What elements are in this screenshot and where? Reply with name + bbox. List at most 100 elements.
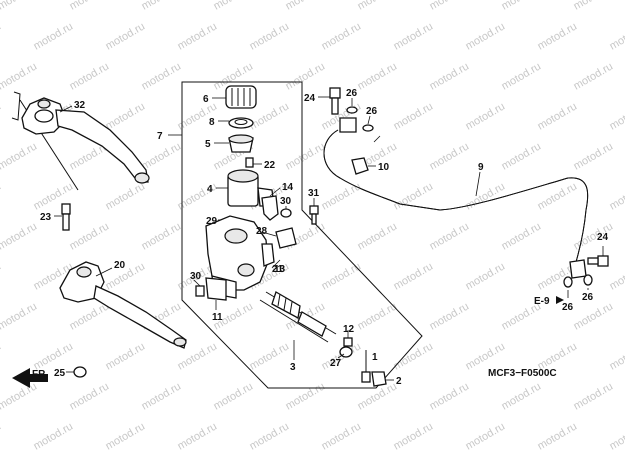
- pushrod-1: [361, 350, 371, 383]
- watermark-text-141: motod.ru: [608, 420, 625, 452]
- reference-arrow: [556, 296, 564, 304]
- watermark-text-58: motod.ru: [140, 140, 184, 172]
- watermark-text-122: motod.ru: [0, 380, 39, 412]
- diaphragm-5: [214, 134, 254, 153]
- watermark-text-27: motod.ru: [320, 20, 364, 52]
- bolt-31: [309, 198, 319, 225]
- watermark-text-22: motod.ru: [0, 20, 3, 52]
- washer-26-lower-b: [583, 274, 593, 290]
- callout-21: 21: [272, 264, 284, 275]
- watermark-text-51: motod.ru: [464, 100, 508, 132]
- watermark-text-16: motod.ru: [284, 0, 328, 13]
- callout-31: 31: [308, 188, 320, 199]
- watermark-text-119: motod.ru: [608, 340, 625, 372]
- watermark-text-36: motod.ru: [140, 60, 184, 92]
- watermark-text-85: motod.ru: [500, 220, 544, 252]
- holder-28: [261, 227, 297, 249]
- callout-13: 13: [274, 264, 286, 275]
- watermark-text-125: motod.ru: [212, 380, 256, 412]
- callout-6: 6: [203, 94, 209, 105]
- bolt-30: [280, 206, 292, 218]
- watermark-text-26: motod.ru: [248, 20, 292, 52]
- watermark-text-14: motod.ru: [140, 0, 184, 13]
- banjo-fitting-lower: [569, 259, 587, 279]
- clip-10: [351, 157, 376, 175]
- washer-26-upper-b: [362, 115, 374, 132]
- watermark-text-62: motod.ru: [428, 140, 472, 172]
- watermark-text-138: motod.ru: [392, 420, 436, 452]
- washer-26-upper-a: [346, 98, 358, 114]
- watermark-text-30: motod.ru: [536, 20, 580, 52]
- watermark-text-24: motod.ru: [104, 20, 148, 52]
- watermark-text-100: motod.ru: [0, 300, 39, 332]
- watermark-text-135: motod.ru: [176, 420, 220, 452]
- watermark-text-68: motod.ru: [104, 180, 148, 212]
- callout-30-upper: 30: [280, 196, 292, 207]
- callout-25: 25: [54, 368, 66, 379]
- clutch-hose-9: [323, 129, 589, 263]
- watermark-text-95: motod.ru: [464, 260, 508, 292]
- callout-24-upper: 24: [304, 93, 316, 104]
- watermark-text-41: motod.ru: [500, 60, 544, 92]
- callout-23: 23: [40, 212, 52, 223]
- callout-11: 11: [212, 312, 223, 323]
- watermark-text-35: motod.ru: [68, 60, 112, 92]
- watermark-text-106: motod.ru: [428, 300, 472, 332]
- watermark-text-60: motod.ru: [284, 140, 328, 172]
- watermark-text-18: motod.ru: [428, 0, 472, 13]
- banjo-bolt-24-upper: [318, 87, 341, 115]
- callout-12: 12: [343, 324, 355, 335]
- callout-14: 14: [282, 182, 294, 193]
- watermark-text-93: motod.ru: [320, 260, 364, 292]
- watermark-text-78: motod.ru: [0, 220, 39, 252]
- watermark-text-126: motod.ru: [284, 380, 328, 412]
- callout-26-lower-b: 26: [582, 292, 594, 303]
- callout-26-upper-b: 26: [366, 106, 378, 117]
- banjo-bolt-24-lower: [587, 246, 609, 267]
- watermark-text-46: motod.ru: [104, 100, 148, 132]
- watermark-text-133: motod.ru: [32, 420, 76, 452]
- watermark-text-34: motod.ru: [0, 60, 39, 92]
- watermark-text-134: motod.ru: [104, 420, 148, 452]
- watermark-text-73: motod.ru: [464, 180, 508, 212]
- screw-22: [245, 157, 262, 168]
- watermark-text-128: motod.ru: [428, 380, 472, 412]
- nut-25: [66, 366, 87, 378]
- callout-10: 10: [378, 162, 390, 173]
- callout-28: 28: [256, 226, 268, 237]
- callout-26-lower-a: 26: [562, 302, 574, 313]
- washer-26-lower-a: [563, 276, 573, 298]
- diagram-code: MCF3−F0500C: [488, 368, 557, 379]
- watermark-text-136: motod.ru: [248, 420, 292, 452]
- watermark-text-38: motod.ru: [284, 60, 328, 92]
- watermark-text-66: motod.ru: [0, 180, 3, 212]
- callout-4: 4: [207, 184, 213, 195]
- front-label: FR.: [32, 369, 48, 380]
- callout-labels: 1 2 3 4 5 6 7 8 9 10 11 12 13 14 20 21 2…: [40, 88, 609, 387]
- callout-27: 27: [330, 358, 342, 369]
- watermark-text-31: motod.ru: [608, 20, 625, 52]
- bolt-23: [54, 203, 71, 231]
- watermark-text-50: motod.ru: [392, 100, 436, 132]
- watermark-text-108: motod.ru: [572, 300, 616, 332]
- watermark-text-40: motod.ru: [428, 60, 472, 92]
- callout-30-lower: 30: [190, 271, 202, 282]
- watermark-text-110: motod.ru: [0, 340, 3, 372]
- watermark-text-88: motod.ru: [0, 260, 3, 292]
- watermark-text-13: motod.ru: [68, 0, 112, 13]
- watermark-text-79: motod.ru: [68, 220, 112, 252]
- assembly-frame-7: [181, 81, 423, 389]
- watermark-text-115: motod.ru: [320, 340, 364, 372]
- watermark-text-114: motod.ru: [248, 340, 292, 372]
- watermark-text-90: motod.ru: [104, 260, 148, 292]
- callout-26-upper-a: 26: [346, 88, 358, 99]
- watermark-text-42: motod.ru: [572, 60, 616, 92]
- watermark-layer: motod.ru motod.ru motod.ru motod.ru motod.ru…: [0, 0, 625, 453]
- callout-9: 9: [478, 162, 484, 173]
- plate-8: [218, 117, 254, 129]
- banjo-fitting-upper: [339, 117, 357, 133]
- callout-7: 7: [157, 131, 163, 142]
- watermark-text-56: motod.ru: [0, 140, 39, 172]
